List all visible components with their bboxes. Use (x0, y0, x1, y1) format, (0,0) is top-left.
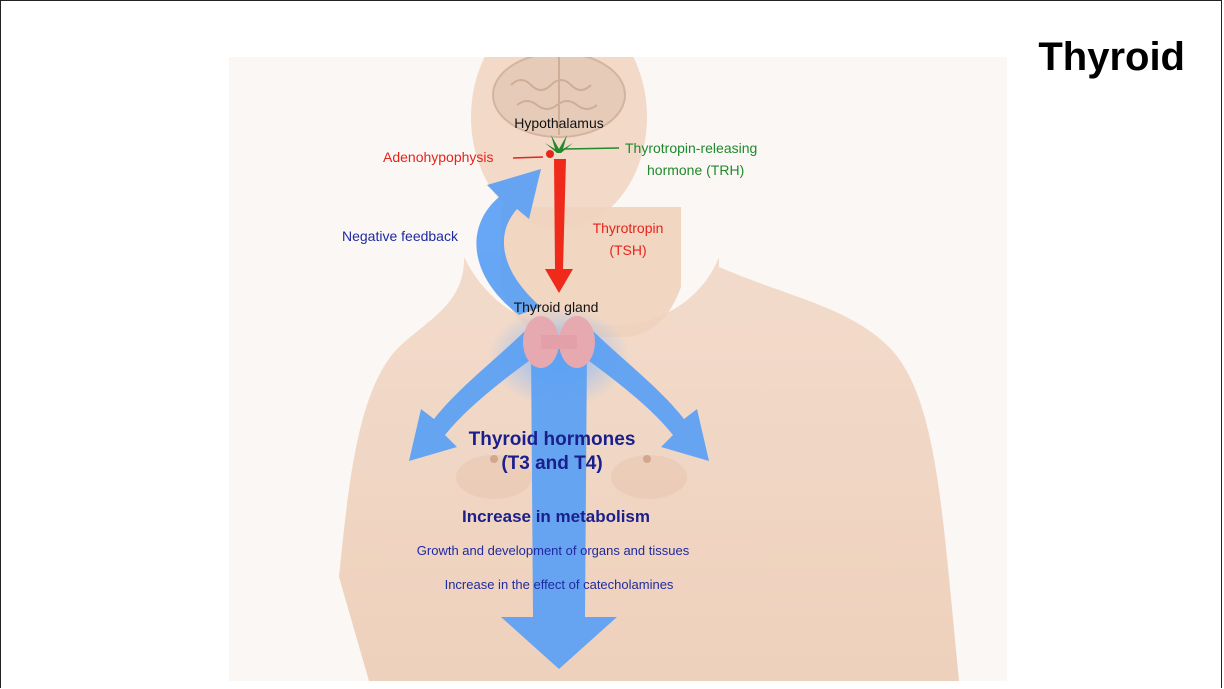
trh-leader (565, 148, 619, 149)
tsh-label-line1: Thyrotropin (593, 220, 664, 236)
thyroid-gland-label: Thyroid gland (514, 299, 599, 315)
thyroid-diagram: Hypothalamus Adenohypophysis Thyrotropin… (229, 57, 1007, 681)
catecholamines-label: Increase in the effect of catecholamines (445, 577, 674, 592)
slide-title: Thyroid (1038, 35, 1185, 80)
trh-label-line2: hormone (TRH) (647, 162, 744, 178)
hypothalamus-label: Hypothalamus (514, 115, 604, 131)
trh-label-line1: Thyrotropin-releasing (625, 140, 757, 156)
thyroid-hormones-label-line2: (T3 and T4) (501, 453, 602, 475)
adenohypophysis-leader (513, 157, 543, 158)
pituitary-dot (546, 150, 554, 158)
tsh-label-line2: (TSH) (609, 242, 646, 258)
negative-feedback-label: Negative feedback (342, 228, 458, 244)
metabolism-label: Increase in metabolism (462, 507, 650, 527)
growth-label: Growth and development of organs and tis… (417, 543, 689, 558)
thyroid-hormones-label-line1: Thyroid hormones (469, 429, 636, 451)
adenohypophysis-label: Adenohypophysis (383, 149, 494, 165)
